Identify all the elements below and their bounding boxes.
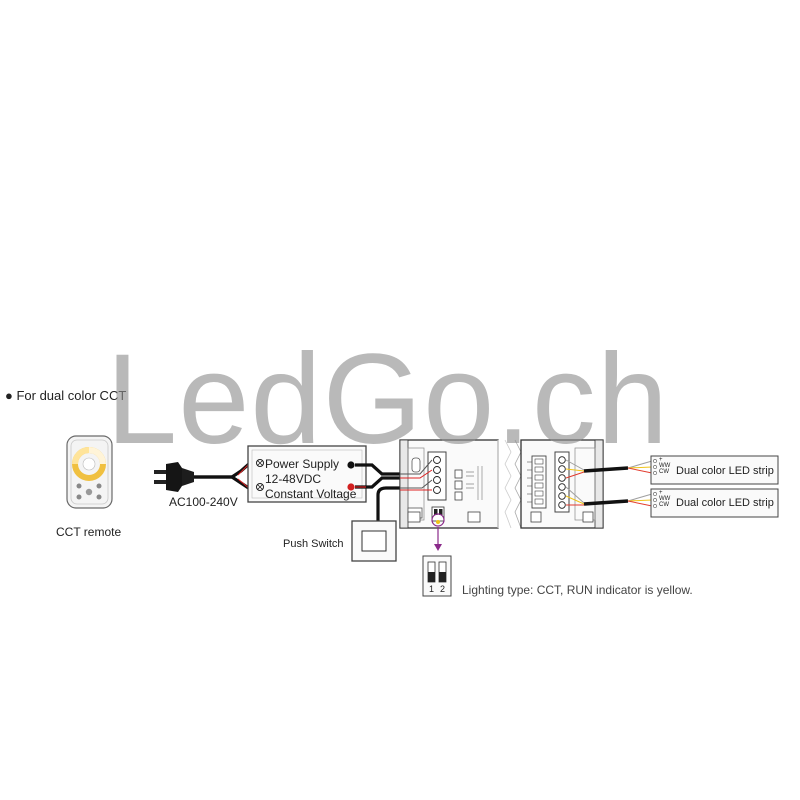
- color-wheel-icon: [72, 447, 106, 481]
- dip-switch: [422, 555, 452, 597]
- led-strip-2-pin-ww: WW: [659, 496, 671, 502]
- power-supply: [247, 445, 367, 503]
- led-strip-2: [650, 488, 779, 518]
- led-strip-1-pin-plus: +: [659, 457, 663, 463]
- output-wires: [565, 459, 653, 507]
- led-strip-1-label: Dual color LED strip: [676, 465, 774, 477]
- cct-remote: [66, 435, 113, 509]
- plug-label: AC100-240V: [169, 495, 238, 509]
- led-strip-2-label: Dual color LED strip: [676, 497, 774, 509]
- dip-switch-small-icon: [431, 506, 445, 527]
- dip-pos-2: 2: [440, 584, 446, 594]
- push-switch-label: Push Switch: [283, 538, 344, 550]
- controller-output: [520, 439, 604, 529]
- remote-label: CCT remote: [56, 525, 122, 539]
- psu-line-3: Constant Voltage: [265, 487, 357, 501]
- led-strip-1: [650, 455, 779, 485]
- dip-pos-1: 1: [429, 584, 435, 594]
- led-strip-1-pin-cw: CW: [659, 469, 669, 475]
- psu-line-1: Power Supply: [265, 457, 340, 471]
- controller: [399, 439, 499, 529]
- led-strip-2-pin-cw: CW: [659, 502, 669, 508]
- ac-plug-icon: [154, 462, 194, 492]
- lighting-note: Lighting type: CCT, RUN indicator is yel…: [462, 583, 693, 597]
- heading: ● For dual color CCT: [5, 388, 127, 403]
- push-switch: [351, 520, 397, 562]
- led-strip-2-pin-plus: +: [659, 490, 663, 496]
- arrow-down-icon: [434, 527, 442, 551]
- led-strip-1-pin-ww: WW: [659, 463, 671, 469]
- psu-line-2: 12-48VDC: [265, 472, 322, 486]
